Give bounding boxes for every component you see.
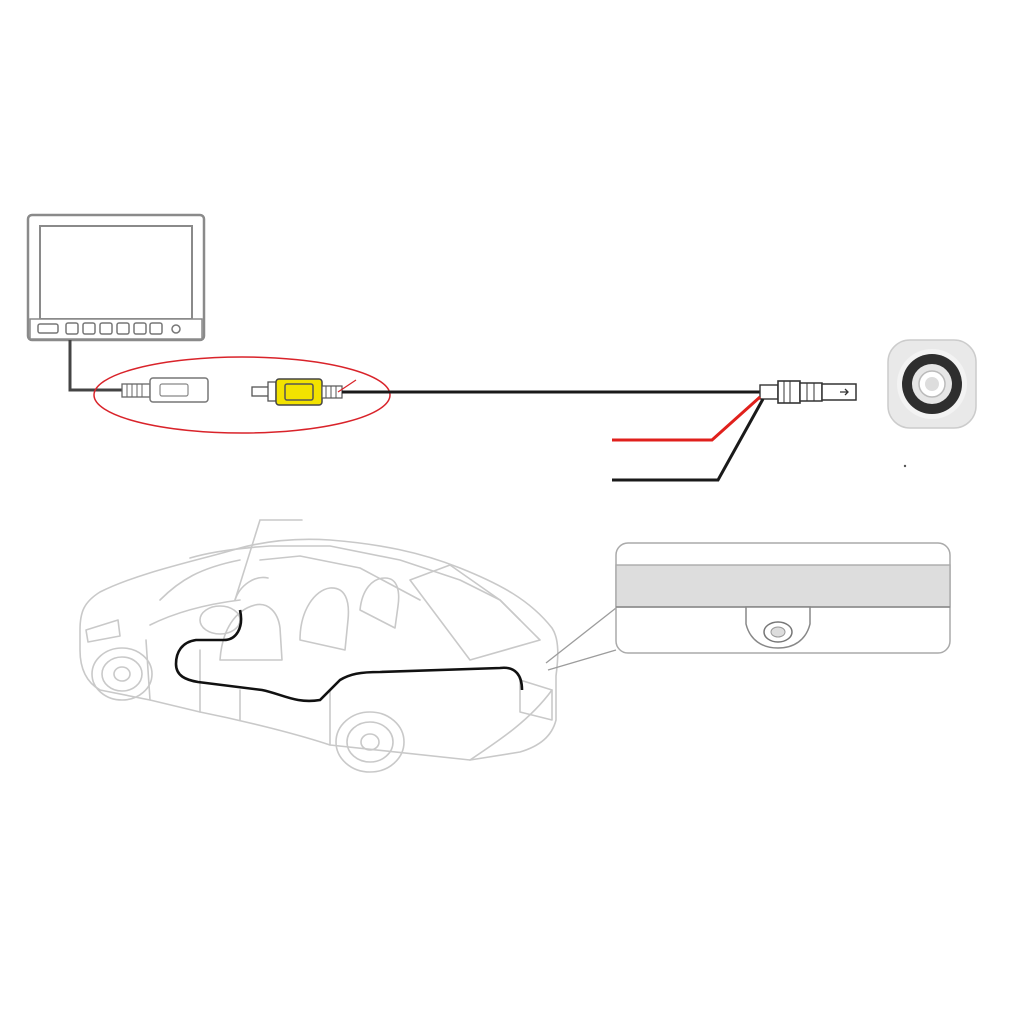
male-rca-plug-icon <box>251 378 343 406</box>
stray-dot <box>903 464 907 468</box>
cable-route-in-car <box>174 609 524 703</box>
power-negative-wire <box>612 398 765 482</box>
power-positive-wire <box>612 395 762 442</box>
camera-icon <box>887 339 977 429</box>
monitor-button <box>65 322 79 335</box>
monitor-button <box>116 322 130 335</box>
monitor-power-led <box>171 324 181 334</box>
monitor-button <box>149 322 163 335</box>
monitor-button <box>37 323 59 334</box>
car-icon <box>79 519 559 773</box>
mounted-camera-detail <box>615 542 951 654</box>
callout-line <box>547 649 617 671</box>
rca-connection-highlight <box>93 356 391 434</box>
monitor-cable <box>68 340 122 392</box>
camera-connector-icon <box>759 380 857 404</box>
monitor-icon <box>26 213 206 342</box>
highlight-pointer <box>337 379 357 393</box>
female-rca-connector-icon <box>121 377 209 403</box>
callout-line <box>545 607 617 664</box>
monitor-button <box>82 322 96 335</box>
monitor-button <box>99 322 113 335</box>
mounted-camera-icon <box>745 606 811 649</box>
monitor-button <box>133 322 147 335</box>
